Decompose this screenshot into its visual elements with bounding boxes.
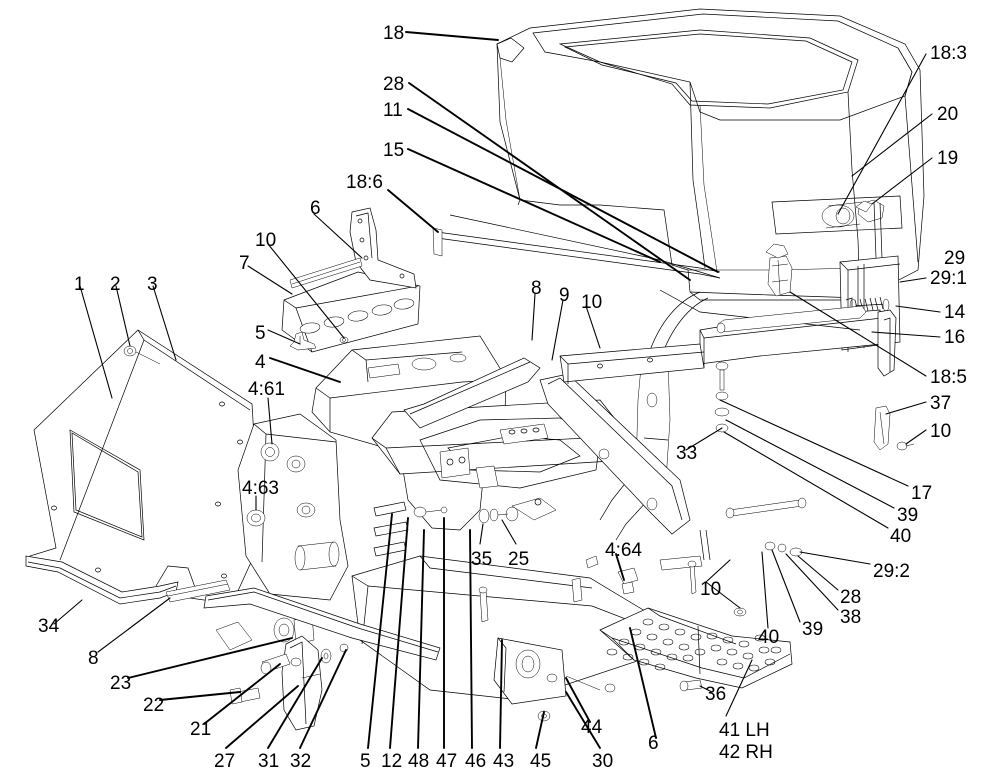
- callout-29-2: 29:2: [873, 561, 910, 582]
- callout-35: 35: [471, 549, 493, 570]
- callout-28-b: 28: [840, 587, 862, 608]
- callout-5-b: 5: [360, 751, 371, 772]
- callout-44: 44: [581, 717, 603, 738]
- callout-16: 16: [944, 327, 966, 348]
- callout-43: 43: [493, 751, 515, 772]
- callout-40-b: 40: [758, 627, 780, 648]
- callout-4: 4: [255, 352, 266, 373]
- callout-4-61: 4:61: [248, 379, 285, 400]
- callout-45: 45: [530, 751, 552, 772]
- callout-18-6: 18:6: [346, 172, 383, 193]
- callout-27: 27: [214, 751, 236, 772]
- callout-25: 25: [508, 549, 530, 570]
- callout-32: 32: [290, 751, 312, 772]
- callout-17: 17: [911, 483, 933, 504]
- callout-42-rh: 42 RH: [719, 742, 773, 763]
- fastener-group: [565, 361, 807, 693]
- callout-18-5: 18:5: [930, 367, 967, 388]
- callout-14: 14: [944, 302, 966, 323]
- callout-20: 20: [937, 104, 959, 125]
- callout-4-63: 4:63: [242, 478, 279, 499]
- callout-46: 46: [465, 751, 487, 772]
- callout-39-a: 39: [897, 505, 919, 526]
- side-panel-group: [25, 329, 257, 605]
- callout-2: 2: [110, 274, 121, 295]
- callout-30: 30: [592, 751, 614, 772]
- callout-36: 36: [705, 684, 727, 705]
- callout-12: 12: [381, 751, 403, 772]
- callout-18-3: 18:3: [930, 43, 967, 64]
- callout-31: 31: [258, 751, 280, 772]
- callout-5-a: 5: [255, 323, 266, 344]
- callout-8-a: 8: [531, 278, 542, 299]
- callout-28-a: 28: [383, 74, 405, 95]
- callout-41-lh: 41 LH: [719, 720, 770, 741]
- callout-6-a: 6: [310, 198, 321, 219]
- callout-21: 21: [190, 719, 212, 740]
- callout-29-1: 29:1: [930, 268, 967, 289]
- callout-4-64: 4:64: [605, 540, 642, 561]
- callout-10-b: 10: [581, 292, 603, 313]
- callout-19: 19: [937, 148, 959, 169]
- callout-29: 29: [944, 248, 966, 269]
- callout-18: 18: [383, 23, 405, 44]
- step-plate-group: [599, 529, 793, 692]
- callout-39-b: 39: [802, 619, 824, 640]
- callout-34: 34: [38, 616, 60, 637]
- callout-23: 23: [110, 673, 132, 694]
- callout-10-e: 10: [930, 421, 952, 442]
- callout-7: 7: [239, 253, 250, 274]
- callout-1: 1: [74, 274, 85, 295]
- callout-10-f: 10: [700, 579, 722, 600]
- callout-33: 33: [676, 443, 698, 464]
- callout-22: 22: [143, 695, 165, 716]
- callout-48: 48: [408, 751, 430, 772]
- callout-8-b: 8: [88, 648, 99, 669]
- leader-lines: [53, 31, 941, 749]
- footrest-plate-group: [281, 207, 421, 353]
- callout-38: 38: [840, 607, 862, 628]
- main-frame-chassis: [203, 335, 705, 722]
- callout-11: 11: [383, 100, 403, 121]
- callout-6-b: 6: [648, 733, 659, 754]
- callout-15: 15: [383, 140, 405, 161]
- callout-10-a: 10: [255, 230, 277, 251]
- callout-47: 47: [436, 751, 458, 772]
- callout-3: 3: [147, 274, 158, 295]
- callout-37: 37: [930, 393, 952, 414]
- callout-9: 9: [559, 285, 570, 306]
- callout-40-a: 40: [890, 526, 912, 547]
